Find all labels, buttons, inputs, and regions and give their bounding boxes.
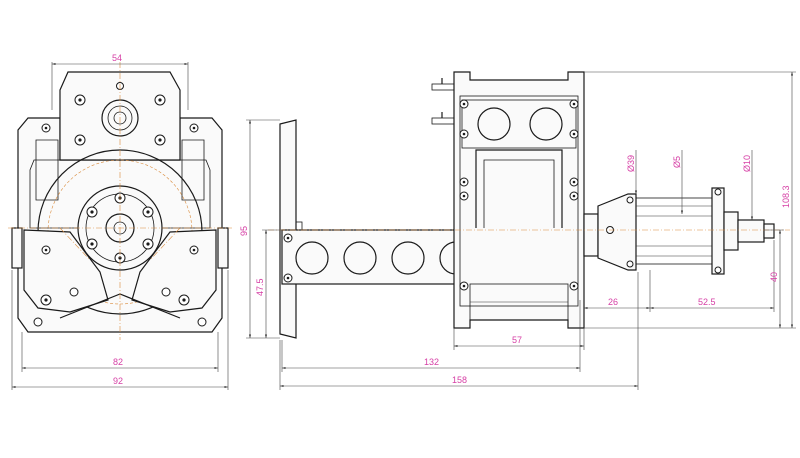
dim-diameter-small: Ø10 (742, 155, 752, 172)
dim-overall-length: 158 (452, 375, 467, 385)
front-view-dimensions: 54 82 92 (11, 53, 229, 390)
dim-hub-length: 57 (512, 335, 522, 345)
front-view (8, 62, 232, 340)
frame-bolts (459, 99, 579, 291)
dim-top-width: 54 (112, 53, 122, 63)
dim-shaft-length: 52.5 (698, 297, 716, 307)
dim-beam-length: 132 (424, 357, 439, 367)
side-view-dimensions: 95 47.5 57 132 158 26 52.5 108.3 (239, 71, 796, 390)
flange-bolts (86, 192, 154, 264)
dim-shaft-offset: 26 (608, 297, 618, 307)
dim-axis-height: 40 (769, 272, 779, 282)
dim-front-inner-width: 82 (113, 357, 123, 367)
dim-overall-height: 108.3 (781, 185, 791, 208)
dim-front-overall-width: 92 (113, 376, 123, 386)
dim-diameter-mid: Ø5 (672, 156, 682, 168)
dim-flange-half-height: 47.5 (255, 278, 265, 296)
dim-diameter-large: Ø39 (626, 155, 636, 172)
side-view (268, 71, 790, 339)
dim-flange-height: 95 (239, 226, 249, 236)
